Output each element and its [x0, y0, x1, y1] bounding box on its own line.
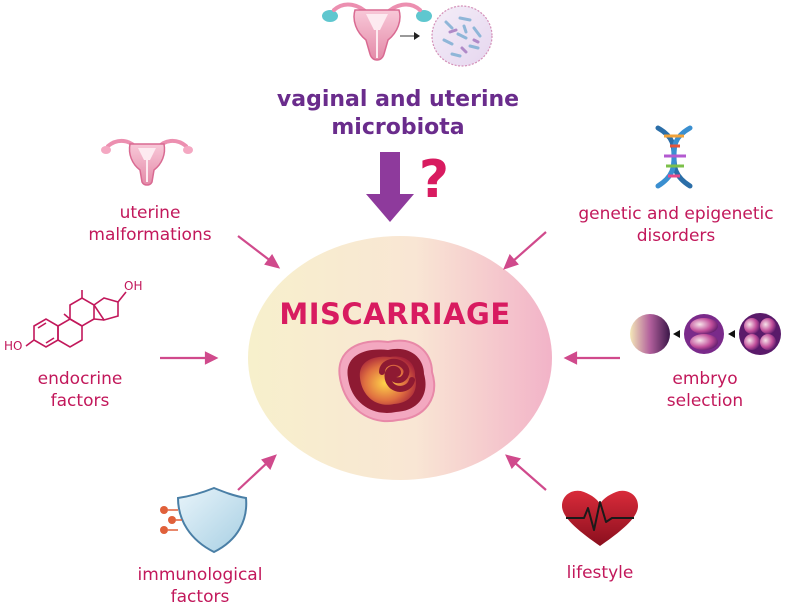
oh-label: OH — [124, 279, 142, 293]
two-cell-embryo-icon — [684, 314, 724, 354]
embryo-selection-line1: embryo — [672, 369, 738, 389]
dna-icon — [655, 125, 693, 189]
immunological-factors-line1: immunological — [137, 565, 263, 585]
lifestyle-label: lifestyle — [540, 562, 660, 584]
steroid-molecule-icon — [25, 290, 127, 348]
endocrine-factors-line2: factors — [50, 391, 110, 411]
uterine-malformations-line1: uterine — [119, 203, 181, 223]
question-mark: ? — [418, 150, 450, 210]
microbiota-label: vaginal and uterine microbiota — [240, 86, 556, 142]
arrow-immunological-factors — [237, 454, 277, 491]
four-cell-embryo-icon — [739, 313, 781, 355]
uterine-malformation-icon — [101, 139, 193, 186]
embryo-selection-icon — [630, 313, 781, 355]
lifestyle-line1: lifestyle — [566, 563, 634, 583]
center-title: MISCARRIAGE — [279, 297, 511, 331]
genetic-disorders-line1: genetic and epigenetic — [578, 204, 774, 224]
uterus-with-microbiota-icon — [322, 2, 432, 61]
endocrine-factors-label: endocrine factors — [10, 368, 150, 412]
immune-shield-icon — [160, 486, 248, 554]
arrow-embryo-selection — [563, 351, 620, 365]
arrow-genetic-disorders — [503, 231, 547, 270]
uterine-malformations-line2: malformations — [88, 225, 212, 245]
ho-label: HO — [4, 339, 22, 353]
immunological-factors-label: immunological factors — [110, 564, 290, 608]
genetic-disorders-label: genetic and epigenetic disorders — [556, 203, 796, 247]
embryo-selection-label: embryo selection — [640, 368, 770, 412]
arrow-endocrine-factors — [160, 351, 219, 365]
arrow-lifestyle — [505, 454, 547, 491]
genetic-disorders-line2: disorders — [636, 226, 716, 246]
immunological-factors-line2: factors — [170, 587, 230, 607]
microbiota-label-line1: vaginal and uterine — [276, 87, 520, 112]
arrow-uterine-malformations — [237, 235, 281, 269]
heart-icon — [562, 490, 638, 546]
gestational-sac-icon — [338, 339, 436, 423]
uterine-malformations-label: uterine malformations — [70, 202, 230, 246]
microbiota-label-line2: microbiota — [331, 115, 465, 140]
endocrine-factors-line1: endocrine — [37, 369, 123, 389]
embryo-selection-line2: selection — [666, 391, 744, 411]
microbiota-arrow — [366, 152, 414, 222]
bacteria-petri-icon — [431, 5, 493, 67]
